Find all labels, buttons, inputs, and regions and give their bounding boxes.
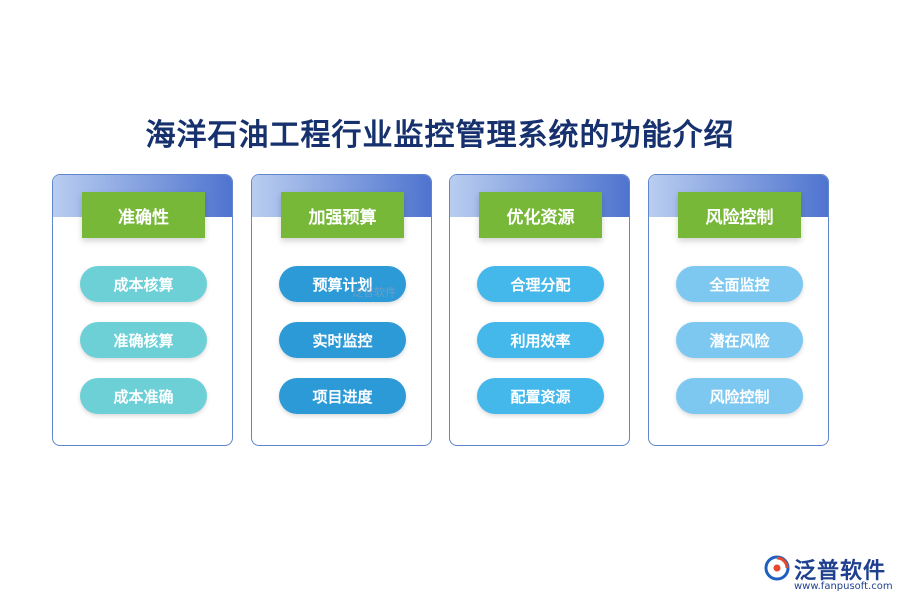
feature-item: 成本核算 xyxy=(80,266,207,302)
feature-item: 潜在风险 xyxy=(676,322,803,358)
feature-card-accuracy: 准确性 成本核算 准确核算 成本准确 xyxy=(52,174,233,446)
page-title: 海洋石油工程行业监控管理系统的功能介绍 xyxy=(145,118,735,153)
feature-item: 利用效率 xyxy=(477,322,604,358)
feature-item: 配置资源 xyxy=(477,378,604,414)
card-heading: 风险控制 xyxy=(678,192,801,238)
watermark: 泛普软件 xyxy=(352,286,396,299)
feature-card-risk: 风险控制 全面监控 潜在风险 风险控制 xyxy=(648,174,829,446)
feature-item: 风险控制 xyxy=(676,378,803,414)
feature-item: 全面监控 xyxy=(676,266,803,302)
feature-item: 准确核算 xyxy=(80,322,207,358)
feature-card-budget: 加强预算 预算计划 实时监控 项目进度 xyxy=(251,174,432,446)
feature-item: 成本准确 xyxy=(80,378,207,414)
logo-url: www.fanpusoft.com xyxy=(794,581,893,592)
feature-item: 预算计划 xyxy=(279,266,406,302)
feature-card-resources: 优化资源 合理分配 利用效率 配置资源 xyxy=(449,174,630,446)
card-heading: 加强预算 xyxy=(281,192,404,238)
feature-item: 实时监控 xyxy=(279,322,406,358)
feature-item: 合理分配 xyxy=(477,266,604,302)
feature-item: 项目进度 xyxy=(279,378,406,414)
fanpu-logo-icon xyxy=(764,555,790,581)
card-heading: 准确性 xyxy=(82,192,205,238)
logo-name: 泛普软件 xyxy=(794,559,887,584)
brand-logo: 泛普软件 www.fanpusoft.com xyxy=(764,553,894,597)
card-heading: 优化资源 xyxy=(479,192,602,238)
